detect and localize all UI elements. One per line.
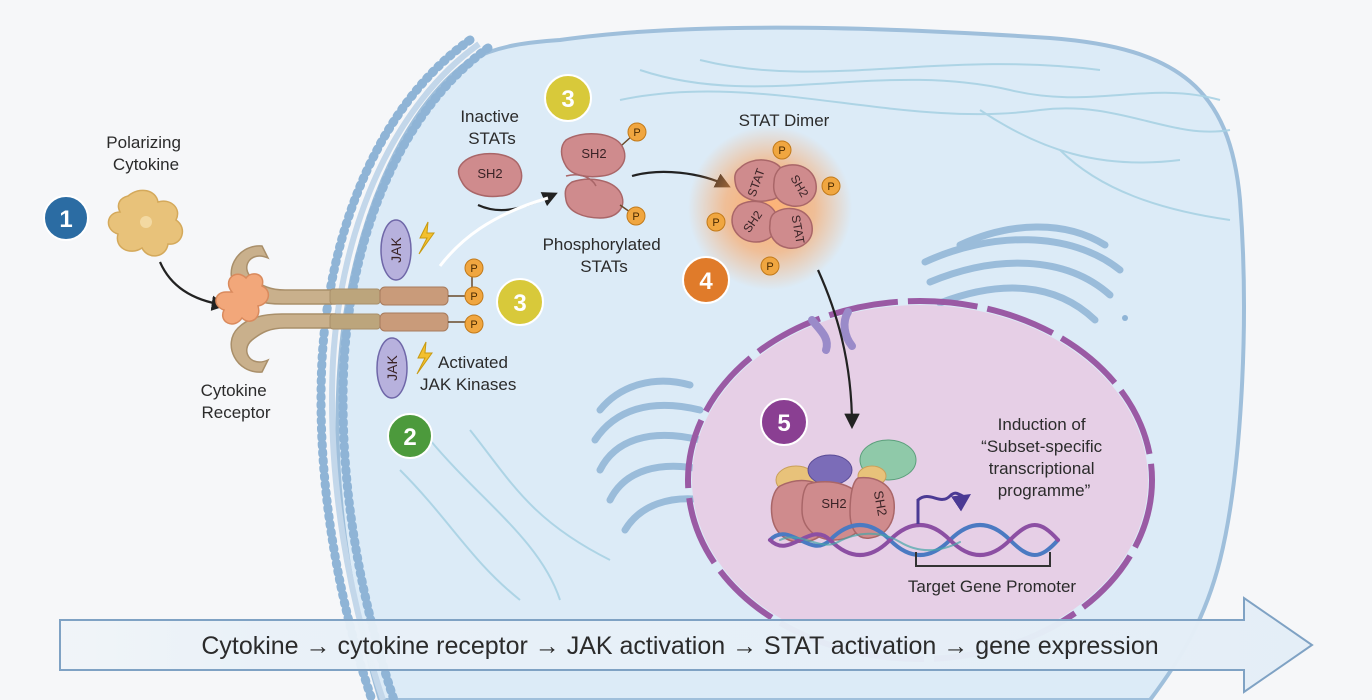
target-gene-promoter-label: Target Gene Promoter — [908, 577, 1077, 596]
dna-double-helix — [768, 523, 1060, 557]
transcription-start-arrow — [916, 491, 971, 524]
svg-text:P: P — [633, 127, 640, 139]
step-1-badge: 1 — [43, 195, 89, 241]
step-4-badge: 4 — [682, 256, 730, 304]
receptor-cytoplasmic-tail-top — [379, 286, 449, 306]
svg-text:1: 1 — [59, 206, 72, 233]
nucleus — [685, 298, 1155, 662]
bound-cytokine — [215, 273, 270, 325]
sh2-domain-label: SH2 — [871, 489, 890, 517]
jak-label: JAK — [384, 355, 400, 381]
jak-phosphorylation-arrow — [438, 196, 549, 267]
activation-bolt-icon — [418, 221, 435, 255]
membrane-inner — [338, 43, 493, 700]
cytokine-receptor: Cytokine Receptor — [201, 245, 449, 422]
step-3-badge: 3 — [544, 74, 592, 122]
sh2-domain-label: SH2 — [821, 496, 846, 511]
phosphate-icon: P — [626, 206, 646, 226]
cytoskeleton — [399, 59, 1231, 601]
phosphorylated-stats-label: Phosphorylated STATs — [543, 235, 666, 276]
svg-text:P: P — [470, 263, 477, 275]
svg-text:P: P — [632, 211, 639, 223]
cytokine-binding-arrow — [158, 261, 228, 311]
phosphate-icon: P — [464, 314, 484, 334]
activation-bolt-icon — [416, 341, 433, 375]
stat-domain-label: STAT — [789, 214, 808, 246]
svg-text:P: P — [766, 261, 773, 273]
phosphate-icon: P — [464, 286, 484, 306]
nuclear-pore — [840, 308, 856, 350]
svg-text:P: P — [470, 291, 477, 303]
svg-text:P: P — [778, 145, 785, 157]
sh2-domain-label: SH2 — [581, 146, 606, 161]
svg-text:2: 2 — [403, 424, 416, 451]
inactive-stats-label: Inactive STATs — [460, 107, 523, 148]
stat-dimer: STAT SH2 SH2 STAT P P P P — [706, 140, 841, 276]
induction-label: Induction of “Subset-specific transcript… — [981, 415, 1107, 500]
receptor-phosphates: P P P — [448, 258, 484, 334]
cytokine-receptor-label: Cytokine Receptor — [201, 381, 272, 422]
svg-text:P: P — [827, 181, 834, 193]
nuclear-translocation-arrow — [816, 269, 860, 430]
jak-shape — [380, 219, 412, 281]
stat-dimer-label: STAT Dimer — [739, 111, 830, 130]
receptor-transmembrane-bottom — [329, 313, 381, 330]
jak-label: JAK — [388, 237, 404, 263]
pathway-summary-text: Cytokine → cytokine receptor → JAK activ… — [201, 632, 1158, 660]
receptor-cytoplasmic-tail-bottom — [379, 312, 449, 332]
polarizing-cytokine: Polarizing Cytokine — [106, 133, 185, 257]
polarizing-cytokine-label: Polarizing Cytokine — [106, 133, 185, 174]
svg-text:4: 4 — [699, 268, 713, 295]
nucleus-body — [692, 305, 1148, 655]
phosphate-icon: P — [760, 256, 780, 276]
svg-text:5: 5 — [777, 410, 790, 437]
promoter-bracket — [915, 552, 1051, 567]
inactive-stat-protein: SH2 — [457, 152, 523, 198]
cytokine-core — [140, 216, 152, 228]
step-5-badge: 5 — [760, 398, 808, 446]
svg-text:P: P — [470, 319, 477, 331]
vesicle — [1122, 315, 1128, 321]
receptor-subunit-bottom — [230, 313, 336, 373]
step-3-badge: 3 — [496, 278, 544, 326]
transcription-complex: SH2 SH2 — [770, 439, 917, 543]
nuclear-pore — [808, 316, 831, 354]
phosphate-icon: P — [627, 122, 647, 142]
jak-shape — [376, 337, 408, 399]
jak-kinase-top: JAK — [380, 219, 435, 281]
phosphate-icon: P — [706, 212, 726, 232]
svg-text:P: P — [712, 217, 719, 229]
receptor-transmembrane-top — [329, 288, 381, 305]
svg-text:3: 3 — [513, 290, 526, 317]
pathway-arrow — [59, 596, 1314, 694]
sh2-domain-label: SH2 — [477, 166, 502, 181]
phosphate-icon: P — [821, 176, 841, 196]
step-2-badge: 2 — [387, 413, 433, 459]
activated-jak-label: Activated JAK Kinases — [420, 353, 516, 394]
membrane-outer — [316, 35, 475, 700]
svg-text:3: 3 — [561, 86, 574, 113]
phosphate-icon: P — [464, 258, 484, 278]
jak-kinase-bottom: JAK — [376, 337, 433, 399]
phosphorylated-stat-protein: SH2 P P — [560, 122, 647, 226]
pathway-banner: Cytokine → cytokine receptor → JAK activ… — [59, 596, 1314, 694]
phosphate-icon: P — [772, 140, 792, 160]
membrane-core — [329, 41, 481, 700]
